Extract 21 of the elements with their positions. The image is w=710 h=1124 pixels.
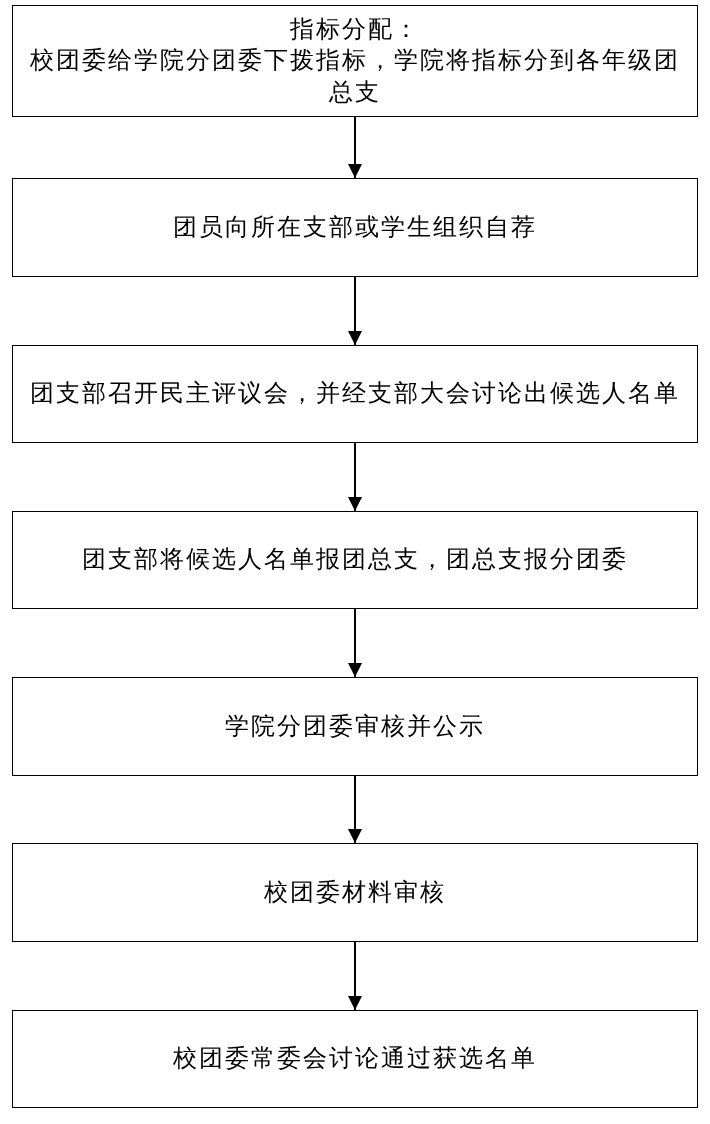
step-text: 校团委材料审核 <box>264 876 446 908</box>
step-text: 学院分团委审核并公示 <box>225 710 485 742</box>
process-box <box>12 5 698 117</box>
arrow <box>348 941 362 1011</box>
process-box <box>12 178 698 277</box>
arrow <box>348 442 362 512</box>
step-heading: 指标分配： <box>290 14 420 46</box>
arrow <box>348 116 362 179</box>
process-box <box>12 1010 698 1108</box>
process-box <box>12 345 698 443</box>
arrow <box>348 775 362 844</box>
process-box <box>12 843 698 942</box>
step-text: 团员向所在支部或学生组织自荐 <box>173 211 537 243</box>
process-box <box>12 511 698 609</box>
step-text: 校团委给学院分团委下拨指标，学院将指标分到各年级团总支 <box>29 45 681 108</box>
process-box <box>12 677 698 776</box>
arrow <box>348 608 362 678</box>
step-text: 团支部将候选人名单报团总支，团总支报分团委 <box>82 544 628 576</box>
step-text: 校团委常委会讨论通过获选名单 <box>173 1043 537 1075</box>
arrow <box>348 276 362 346</box>
step-text: 团支部召开民主评议会，并经支部大会讨论出候选人名单 <box>30 378 680 410</box>
